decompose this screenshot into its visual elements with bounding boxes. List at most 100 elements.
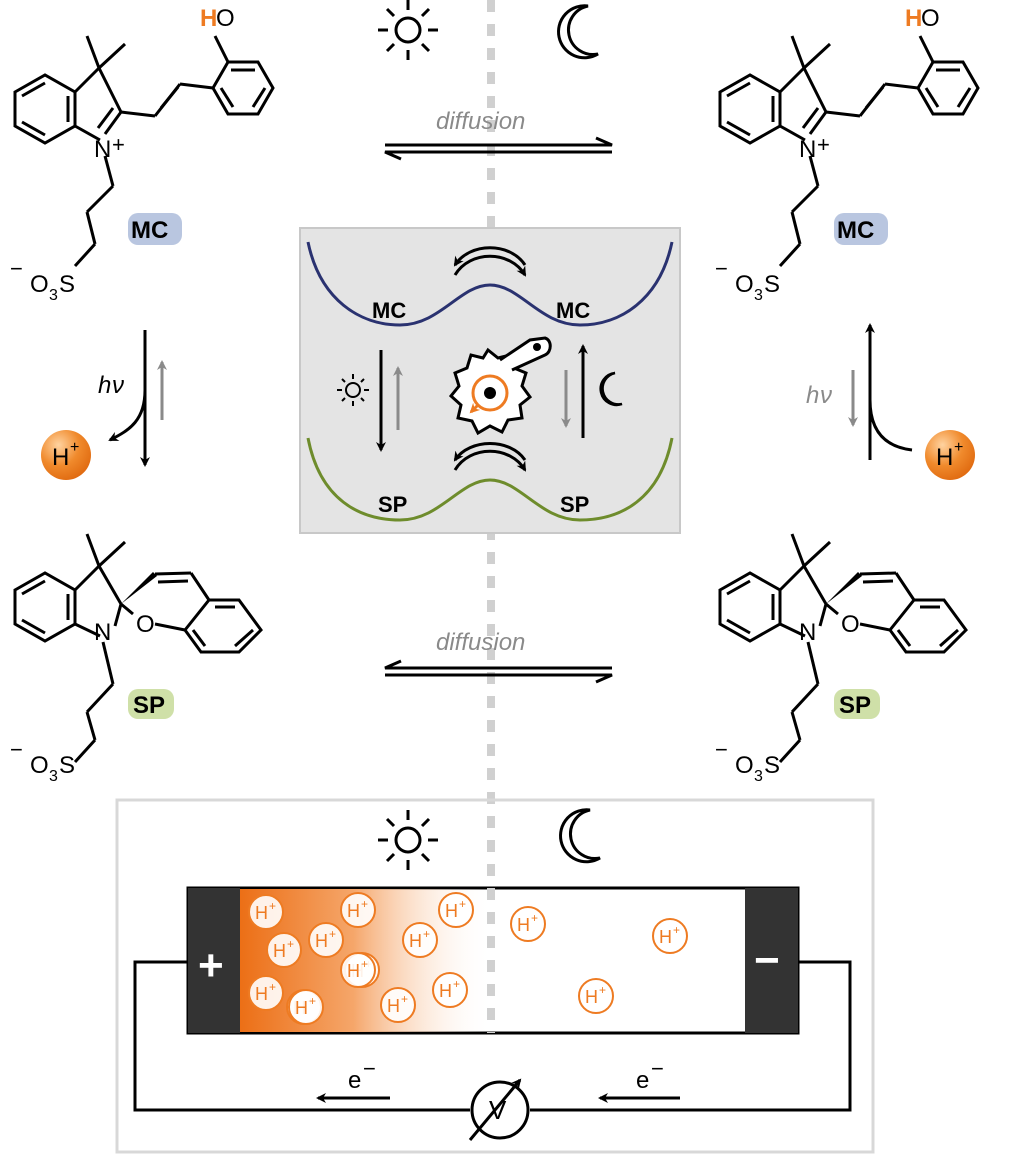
proton-plus-left: + xyxy=(70,439,79,456)
proton-h-right: H xyxy=(936,444,953,471)
ratchet-icon xyxy=(448,336,552,436)
electron-label-left: e xyxy=(348,1067,361,1094)
light-side-protons: H+H+H+H+H+H+H+H+H+H+H+H+H+ xyxy=(248,892,474,1025)
circuit-wire xyxy=(133,960,852,1112)
proton-plus-right: + xyxy=(954,439,963,456)
sp-left-label: SP xyxy=(378,492,407,517)
svg-text:H: H xyxy=(347,901,360,921)
svg-text:−: − xyxy=(10,256,23,281)
anode xyxy=(188,888,240,1033)
hnu-h-left: h xyxy=(98,372,111,399)
svg-text:3: 3 xyxy=(754,287,763,304)
sp-barrier-arrows xyxy=(453,442,527,472)
mc-energy-curve xyxy=(306,241,674,327)
proton-marker: H+ xyxy=(578,978,614,1014)
n-plus-left: + xyxy=(112,132,125,157)
svg-text:+: + xyxy=(453,977,460,991)
sp-nitrogen-right: N xyxy=(799,619,816,646)
sp-badge-right xyxy=(834,689,880,719)
hydroxyl-h-left: H xyxy=(200,5,217,32)
svg-text:3: 3 xyxy=(49,768,58,785)
nitrogen-left: N xyxy=(94,136,111,163)
svg-text:H: H xyxy=(347,961,360,981)
svg-text:S: S xyxy=(59,271,75,298)
cathode xyxy=(745,888,798,1033)
svg-text:−: − xyxy=(715,737,728,762)
svg-text:+: + xyxy=(361,897,368,911)
cell-frame xyxy=(115,798,875,1154)
moon-icon-small xyxy=(599,371,623,407)
sp-sulfonate-left: − O 3 S xyxy=(10,737,75,785)
n-plus-right: + xyxy=(817,132,830,157)
hydroxyl-o-right: O xyxy=(921,5,940,32)
sp-nitrogen-left: N xyxy=(94,619,111,646)
diffusion-arrows-bottom xyxy=(384,659,613,684)
hydroxyl-o-left: O xyxy=(216,5,235,32)
proton-marker: H+ xyxy=(266,932,302,968)
svg-text:H: H xyxy=(439,981,452,1001)
proton-marker: H+ xyxy=(248,975,284,1011)
svg-text:H: H xyxy=(409,931,422,951)
sun-icon xyxy=(378,0,438,60)
hnu-nu-left: ν xyxy=(112,372,124,399)
svg-text:V: V xyxy=(489,1095,507,1125)
proton-marker: H+ xyxy=(380,987,416,1023)
proton-marker: H+ xyxy=(340,892,376,928)
svg-text:−: − xyxy=(715,256,728,281)
sp-sulfonate-right: − O 3 S xyxy=(715,737,780,785)
svg-text:+: + xyxy=(269,899,276,913)
moon-icon xyxy=(557,4,599,60)
svg-text:+: + xyxy=(673,923,680,937)
sp-badge-left xyxy=(128,689,174,719)
svg-text:O: O xyxy=(30,752,49,779)
proton-marker: H+ xyxy=(340,952,376,988)
sp-right-label: SP xyxy=(560,492,589,517)
svg-text:−: − xyxy=(10,737,23,762)
anode-sign: + xyxy=(198,941,224,990)
sun-icon-small xyxy=(337,374,369,406)
svg-text:H: H xyxy=(273,941,286,961)
diffusion-label-top: diffusion xyxy=(436,108,525,135)
svg-text:H: H xyxy=(387,996,400,1016)
sp-label-right: SP xyxy=(839,692,871,719)
proton-marker: H+ xyxy=(402,922,438,958)
electron-sup-right: − xyxy=(651,1056,664,1081)
svg-text:+: + xyxy=(329,927,336,941)
svg-text:+: + xyxy=(599,983,606,997)
sp-molecule-left xyxy=(13,532,263,764)
dark-side-protons: H+H+H+ xyxy=(510,906,688,1014)
sp-energy-curve xyxy=(306,437,674,522)
mc-label-left: MC xyxy=(131,217,168,244)
cathode-sign: − xyxy=(754,936,780,985)
voltmeter-icon: V xyxy=(468,1078,530,1141)
proton-marker: H+ xyxy=(432,972,468,1008)
moon-icon-bottom xyxy=(559,808,601,864)
mc-right-label: MC xyxy=(556,298,590,323)
svg-text:+: + xyxy=(423,927,430,941)
proton-marker: H+ xyxy=(308,922,344,958)
svg-text:+: + xyxy=(531,911,538,925)
right-photo-arrows xyxy=(848,323,913,460)
sulfonate-left: − O 3 S xyxy=(10,256,75,304)
proton-marker: H+ xyxy=(248,894,284,930)
svg-text:S: S xyxy=(59,752,75,779)
svg-text:H: H xyxy=(585,987,598,1007)
mc-badge-right xyxy=(834,213,888,245)
svg-text:+: + xyxy=(309,994,316,1008)
diffusion-label-bottom: diffusion xyxy=(436,629,525,656)
sun-icon-bottom xyxy=(378,810,438,870)
proton-marker: H+ xyxy=(438,892,474,928)
hnu-h-right: h xyxy=(806,382,819,409)
proton-marker: H+ xyxy=(288,989,324,1025)
electron-sup-left: − xyxy=(363,1056,376,1081)
svg-text:H: H xyxy=(315,931,328,951)
svg-text:O: O xyxy=(735,752,754,779)
hydroxyl-h-right: H xyxy=(905,5,922,32)
svg-text:+: + xyxy=(287,937,294,951)
sulfonate-right: − O 3 S xyxy=(715,256,780,304)
svg-text:H: H xyxy=(255,903,268,923)
sp-oxygen-right: O xyxy=(841,611,860,638)
proton-orb-left xyxy=(41,430,91,480)
svg-text:O: O xyxy=(30,271,49,298)
